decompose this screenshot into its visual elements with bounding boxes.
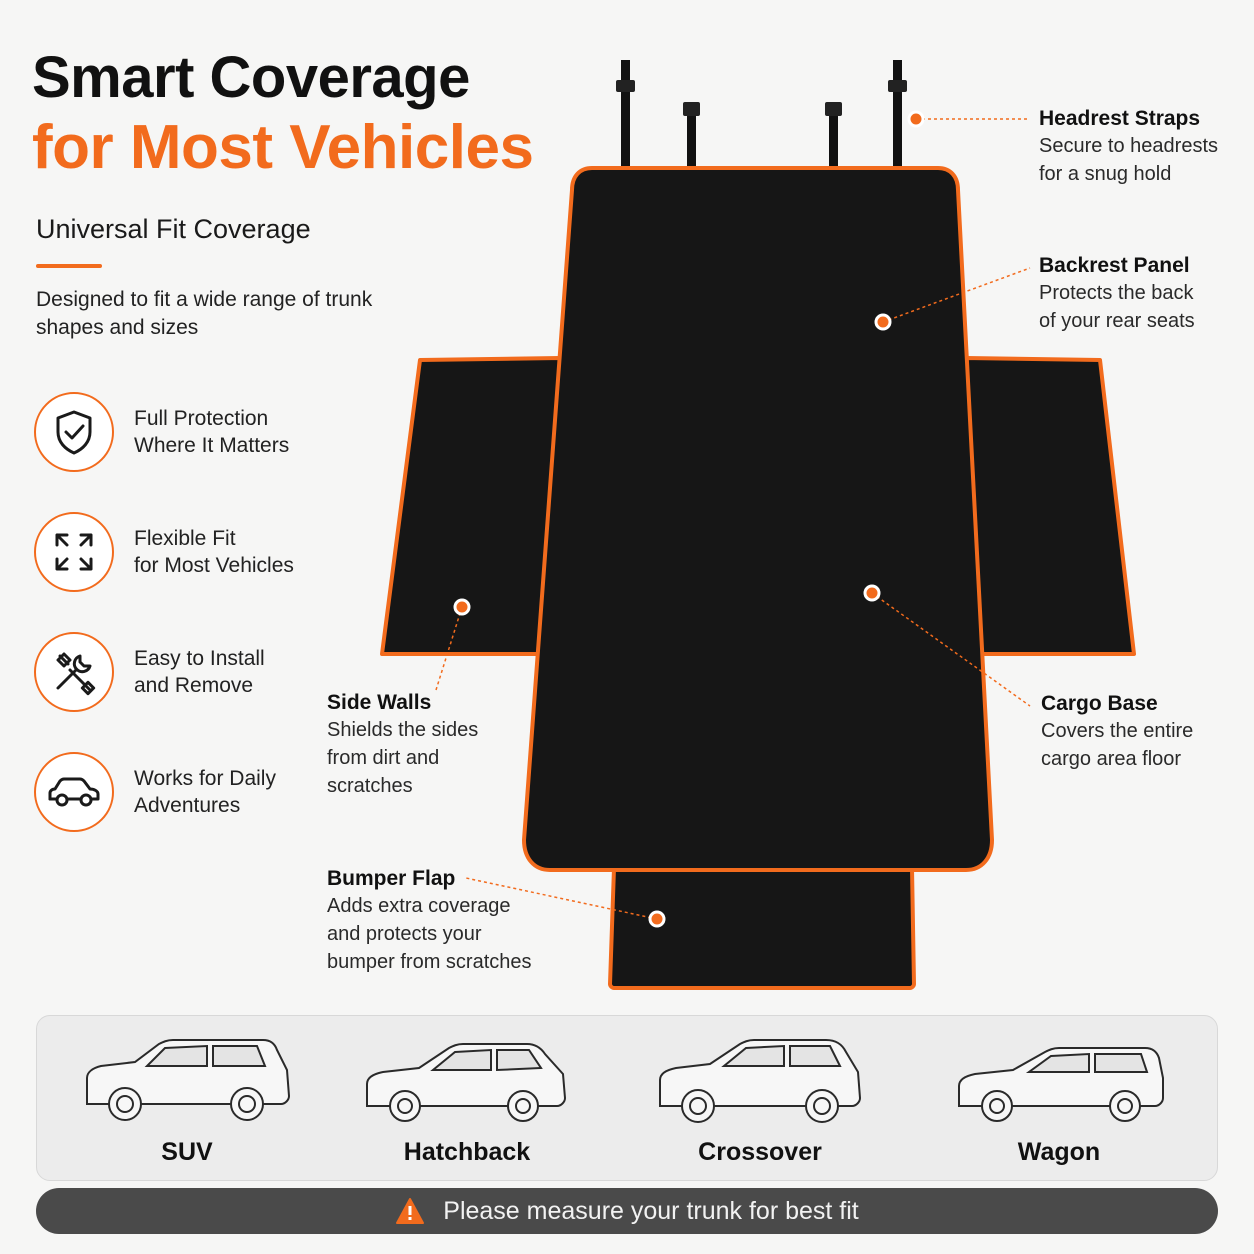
- subheading: Universal Fit Coverage: [36, 214, 311, 244]
- title-line-1: Smart Coverage: [32, 45, 470, 110]
- feature-label-line2: and Remove: [134, 674, 254, 697]
- callout-line: from dirt and: [327, 747, 440, 769]
- measure-notice-bar: Please measure your trunk for best fit: [36, 1188, 1218, 1234]
- callout-line: for a snug hold: [1039, 163, 1172, 185]
- callout-cargo-base: Cargo Base Covers the entire cargo area …: [1041, 690, 1193, 773]
- callout-line: cargo area floor: [1041, 748, 1182, 770]
- callout-line: bumper from scratches: [327, 951, 532, 973]
- callout-line: scratches: [327, 775, 413, 797]
- trunk-mat-illustration: [380, 60, 1136, 990]
- callout-dot-headrest: [907, 110, 925, 128]
- title-line-2: for Most Vehicles: [32, 113, 534, 182]
- crossover-icon: [659, 1039, 862, 1123]
- tools-icon: [34, 632, 114, 712]
- feature-label-line1: Full Protection: [134, 407, 269, 430]
- notice-text: Please measure your trunk for best fit: [443, 1196, 859, 1225]
- expand-arrows-icon: [34, 512, 114, 592]
- feature-flexible-fit: Flexible Fit for Most Vehicles: [34, 512, 354, 592]
- callout-title: Cargo Base: [1041, 692, 1158, 715]
- callout-bumper-flap: Bumper Flap Adds extra coverage and prot…: [327, 865, 532, 976]
- main-panel: [521, 166, 995, 872]
- side-wall-right: [964, 356, 1136, 656]
- vehicle-wagon: Wagon: [939, 1034, 1179, 1174]
- vehicle-name: Wagon: [1017, 1138, 1101, 1166]
- callout-line: and protects your: [327, 923, 482, 945]
- feature-easy-install: Easy to Install and Remove: [34, 632, 354, 712]
- callout-line: Protects the back: [1039, 282, 1194, 304]
- callout-side-walls: Side Walls Shields the sides from dirt a…: [327, 689, 478, 800]
- shield-check-icon: [34, 392, 114, 472]
- callout-line: Shields the sides: [327, 719, 479, 741]
- feature-label-line2: Adventures: [134, 794, 241, 817]
- car-icon: [34, 752, 114, 832]
- feature-label-line1: Flexible Fit: [134, 527, 236, 550]
- vehicle-name: SUV: [161, 1138, 213, 1166]
- callout-line: Adds extra coverage: [327, 895, 511, 917]
- vehicle-hatchback: Hatchback: [347, 1034, 587, 1174]
- callout-backrest-panel: Backrest Panel Protects the back of your…: [1039, 252, 1195, 335]
- callout-dot-bumper: [648, 910, 666, 928]
- callout-title: Bumper Flap: [327, 867, 456, 890]
- warning-icon: [396, 1198, 425, 1224]
- headrest-straps: [616, 60, 907, 170]
- vehicle-name: Crossover: [698, 1138, 822, 1166]
- wagon-icon: [958, 1047, 1164, 1122]
- suv-icon: [86, 1039, 291, 1121]
- feature-label-line1: Easy to Install: [134, 647, 265, 670]
- callout-dot-backrest: [874, 313, 892, 331]
- hatchback-icon: [366, 1043, 567, 1122]
- callout-dot-cargo-base: [863, 584, 881, 602]
- callout-headrest-straps: Headrest Straps Secure to headrests for …: [1039, 105, 1218, 188]
- callout-line: of your rear seats: [1039, 310, 1195, 332]
- callout-title: Headrest Straps: [1039, 107, 1201, 130]
- subheading-underline: [36, 264, 102, 268]
- side-wall-left: [380, 356, 562, 656]
- callout-dot-side-walls: [453, 598, 471, 616]
- feature-label-line2: for Most Vehicles: [134, 554, 294, 577]
- callout-title: Backrest Panel: [1039, 254, 1190, 277]
- feature-label-line2: Where It Matters: [134, 434, 290, 457]
- vehicle-suv: SUV: [67, 1034, 307, 1174]
- vehicle-name: Hatchback: [403, 1138, 531, 1166]
- callout-title: Side Walls: [327, 691, 432, 714]
- callout-line: Secure to headrests: [1039, 135, 1218, 157]
- description: Designed to fit a wide range of trunk sh…: [36, 288, 373, 339]
- bumper-flap: [607, 866, 917, 990]
- vehicle-crossover: Crossover: [640, 1034, 880, 1174]
- vehicle-types-panel: SUV Hatchback Crossover Wagon: [36, 1015, 1218, 1181]
- callout-line: Covers the entire: [1041, 720, 1194, 742]
- feature-label-line1: Works for Daily: [134, 767, 276, 790]
